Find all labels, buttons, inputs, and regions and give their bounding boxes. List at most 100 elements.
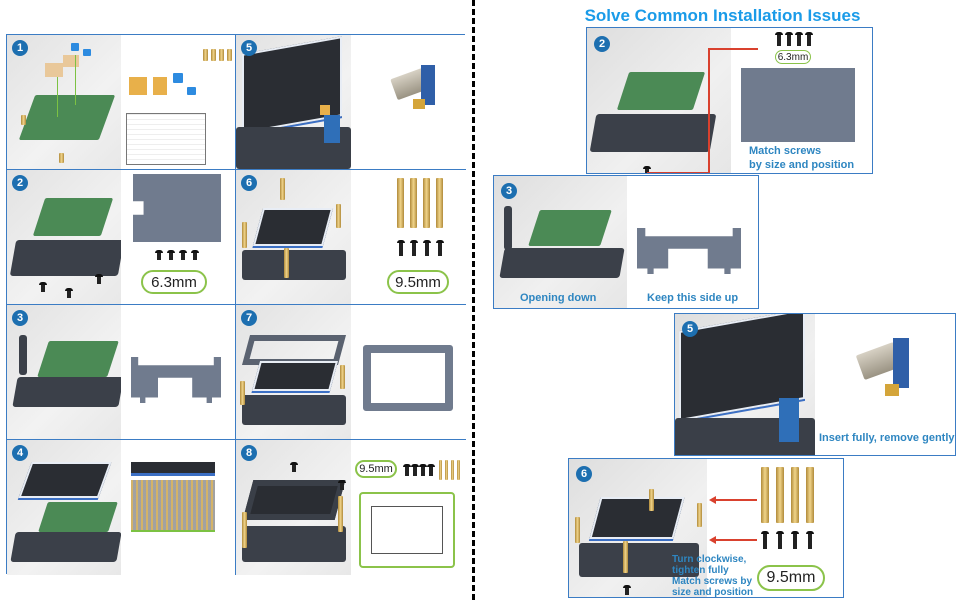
lcd-screen: [252, 208, 334, 246]
screw: [436, 240, 444, 256]
standoff: [575, 517, 580, 543]
section-divider: [472, 0, 475, 600]
micro-hdmi-plug: [413, 99, 425, 109]
screw: [775, 32, 783, 46]
heatsink-1: [83, 49, 91, 56]
assembled-case-top: [242, 480, 346, 520]
hdmi-plug: [320, 105, 330, 115]
step-6-parts: 9.5mm: [351, 170, 466, 304]
issue-panel-2: 2 6.3mm Match screws by size and positio…: [586, 27, 873, 174]
screw: [806, 531, 814, 549]
step-8-parts: 9.5mm: [351, 440, 466, 575]
standoff: [242, 222, 247, 248]
step-1-illustration: 1: [7, 35, 121, 169]
micro-hdmi-plug: [885, 384, 899, 396]
raspberry-pi-board: [18, 95, 116, 140]
screw: [805, 32, 813, 46]
issue-5-caption: Insert fully, remove gently: [819, 432, 955, 444]
issue-panel-5: 5 Insert fully, remove gently: [674, 313, 956, 456]
issue-6-badge: 6: [576, 466, 592, 482]
case-body: [242, 250, 346, 280]
arrow-icon: [709, 536, 716, 544]
screw: [427, 464, 435, 476]
issue-3-illustration: 3 Opening down: [494, 176, 627, 308]
screw: [419, 464, 427, 476]
issue-panel-6: 6 9.5mm Turn clockwise, tighten fully Ma…: [568, 458, 844, 598]
screw: [338, 480, 346, 490]
case-body: [242, 395, 346, 425]
screw-size-label: 6.3mm: [775, 50, 811, 64]
step-1-cell: 1: [7, 35, 236, 170]
screw: [167, 250, 175, 260]
step-3-parts: [121, 305, 235, 439]
issue-2-badge: 2: [594, 36, 610, 52]
base-plate: [499, 248, 625, 278]
side-panel-diagram: [637, 228, 741, 274]
issue-6-parts: 9.5mm: [707, 459, 843, 597]
step-8-illustration: 8: [236, 440, 351, 575]
pointer-line: [708, 48, 758, 50]
standoff: [240, 381, 245, 405]
arrow-icon: [709, 496, 716, 504]
issue-2-illustration: 2: [587, 28, 731, 173]
base-plate: [12, 377, 124, 407]
step-7-illustration: 7: [236, 305, 351, 439]
issues-title: Solve Common Installation Issues: [584, 6, 861, 25]
standoff: [284, 248, 289, 278]
step-2-illustration: 2: [7, 170, 125, 304]
brass-standoff: [227, 49, 232, 61]
issue-5-badge: 5: [682, 321, 698, 337]
screw-size-label: 9.5mm: [355, 460, 397, 478]
standoff: [336, 204, 341, 228]
screw: [623, 585, 631, 595]
screw: [423, 240, 431, 256]
screw-size-label: 6.3mm: [141, 270, 207, 294]
assembly-steps-grid: 1 5: [6, 34, 466, 575]
base-plate: [9, 240, 125, 276]
step-3-cell: 3: [7, 305, 236, 440]
raspberry-pi-board: [38, 502, 118, 532]
screw: [785, 32, 793, 46]
issue-2-caption-line1: Match screws: [749, 145, 822, 157]
step-3-illustration: 3: [7, 305, 124, 439]
base-plate-diagram: [133, 174, 221, 242]
screw: [39, 282, 47, 292]
thermal-pad-3: [63, 55, 79, 67]
guide-line: [131, 530, 215, 532]
step-1-parts: [121, 35, 235, 169]
issue-3-badge: 3: [501, 183, 517, 199]
base-plate-diagram: [741, 68, 855, 142]
frame-opening: [371, 506, 443, 554]
step-4-parts: [121, 440, 235, 575]
case-body: [579, 543, 699, 577]
step-5-cell: 5: [236, 35, 466, 170]
brass-standoff: [436, 178, 443, 228]
step-6-illustration: 6: [236, 170, 351, 304]
brass-standoff: [439, 460, 442, 480]
issue-3-caption-right: Keep this side up: [647, 292, 739, 304]
side-panel: [504, 206, 512, 250]
brass-standoff: [776, 467, 784, 523]
screw: [403, 464, 411, 476]
issue-6-caption-1-line2: tighten fully: [672, 565, 729, 576]
lcd-screen: [251, 361, 339, 391]
case-body: [242, 526, 346, 562]
brass-standoff: [211, 49, 216, 61]
step-8-cell: 8 9.5mm: [236, 440, 466, 575]
issue-6-caption-1: Turn clockwise, tighten fully: [672, 554, 746, 576]
step-4-cell: 4: [7, 440, 236, 575]
brass-standoff: [791, 467, 799, 523]
step-2-badge: 2: [12, 175, 28, 191]
brass-standoff: [423, 178, 430, 228]
screw: [65, 288, 73, 298]
brass-standoff: [410, 178, 417, 228]
screw: [410, 240, 418, 256]
brass-standoff: [457, 460, 460, 480]
standoff: [21, 115, 26, 125]
step-1-badge: 1: [12, 40, 28, 56]
pointer-line: [715, 499, 757, 501]
screw: [95, 274, 103, 284]
hdmi-adapter: [779, 398, 799, 442]
thermal-pad-large: [129, 77, 147, 95]
raspberry-pi-board: [32, 198, 114, 236]
